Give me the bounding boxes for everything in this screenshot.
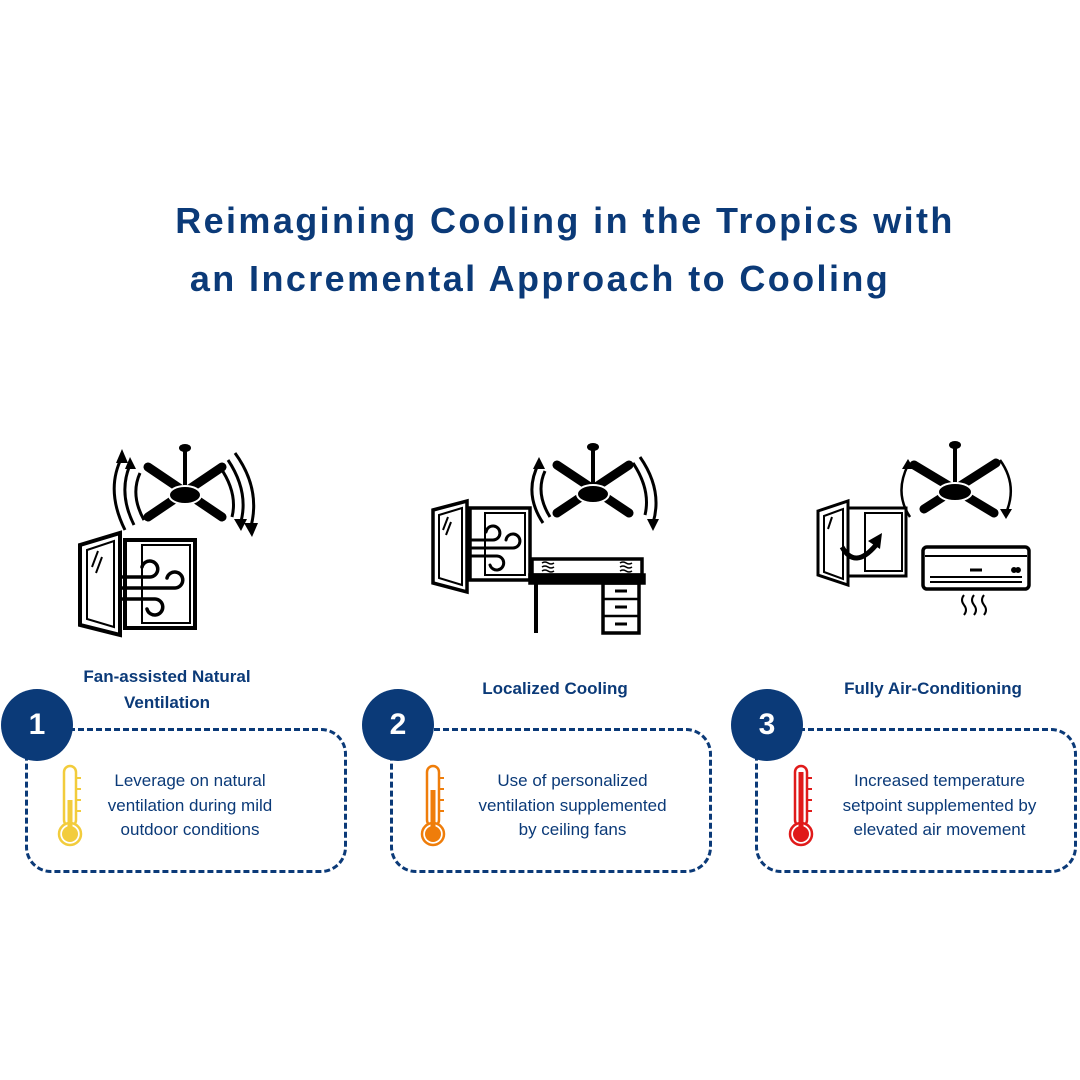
- stage-3-number-badge: 3: [731, 689, 803, 761]
- stage-2-description-line-1: Use of personalized: [497, 771, 648, 790]
- stage-2-description-line-2: ventilation supplemented: [478, 795, 667, 815]
- stage-3-description-line-3: elevated air movement: [853, 820, 1026, 839]
- wind-icon: [468, 524, 522, 572]
- stage-3-card: [755, 728, 1077, 873]
- open-window-icon: [431, 498, 532, 595]
- stage-1-number-badge: 1: [1, 689, 73, 761]
- stage-1-description-line-1: Leverage on natural: [114, 771, 266, 790]
- stage-1-illustration: [78, 444, 258, 638]
- stage-3-illustration: [816, 441, 1031, 616]
- airflow-arrows-icon: [900, 459, 1013, 519]
- stage-2-label: Localized Cooling: [482, 679, 628, 698]
- stage-2-description: Use of personalized ventilation suppleme…: [455, 769, 690, 843]
- page-title: Reimagining Cooling in the Tropics with …: [0, 192, 1080, 308]
- desk-with-personal-ventilation-icon: [528, 557, 646, 635]
- wind-icon: [120, 559, 185, 617]
- thermometer-medium-icon: [420, 764, 446, 847]
- ceiling-fan-icon: [909, 441, 1001, 518]
- ceiling-fan-icon: [143, 444, 227, 522]
- stage-2-description-line-3: by ceiling fans: [518, 820, 627, 839]
- stage-2-card: [390, 728, 712, 873]
- stage-3-description-line-1: Increased temperature: [853, 771, 1026, 790]
- airflow-arrows-icon: [112, 449, 258, 537]
- stage-3-description: Increased temperature setpoint supplemen…: [822, 769, 1057, 843]
- stage-3-label: Fully Air-Conditioning: [844, 679, 1022, 698]
- stage-1-description-line-2: ventilation during mild: [107, 795, 273, 815]
- title-line-1: Reimagining Cooling in the Tropics with: [175, 200, 955, 241]
- stage-2-illustration: [431, 443, 659, 635]
- stage-1-label-line-2: Ventilation: [124, 693, 210, 712]
- closing-arrow-icon: [839, 533, 882, 561]
- closed-window-icon: [816, 498, 908, 588]
- thermometer-high-icon: [788, 764, 814, 847]
- thermometer-low-icon: [57, 764, 83, 847]
- stage-1-label: Fan-assisted Natural Ventilation: [47, 664, 287, 716]
- stage-2-number-badge: 2: [362, 689, 434, 761]
- stage-1-description: Leverage on natural ventilation during m…: [95, 769, 285, 843]
- open-window-icon: [78, 530, 197, 638]
- ceiling-fan-icon: [552, 443, 634, 518]
- air-conditioner-icon: [921, 545, 1031, 616]
- stage-1-label-line-1: Fan-assisted Natural: [83, 667, 251, 686]
- stage-1-card: [25, 728, 347, 873]
- stage-3-description-line-2: setpoint supplemented by: [842, 795, 1037, 815]
- airflow-arrows-icon: [530, 456, 659, 531]
- stage-1-description-line-3: outdoor conditions: [120, 820, 260, 839]
- title-line-2: an Incremental Approach to Cooling: [189, 258, 891, 299]
